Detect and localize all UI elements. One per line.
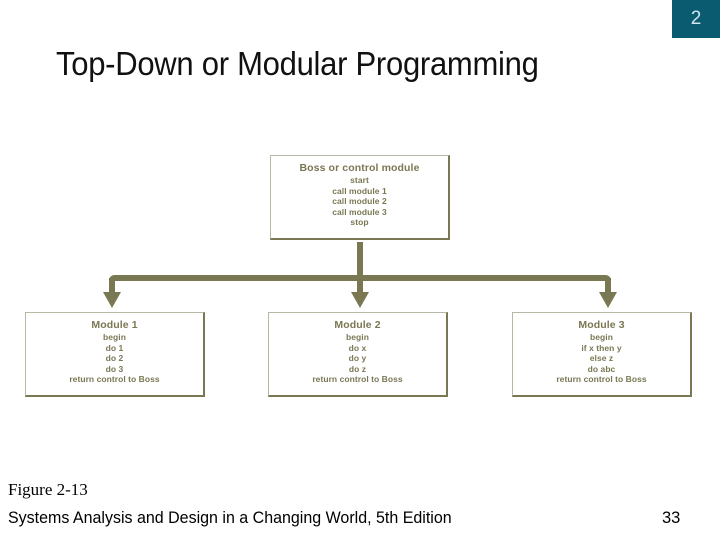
box-title: Module 1 xyxy=(91,319,138,331)
page-title: Top-Down or Modular Programming xyxy=(56,45,539,82)
box-line: do y xyxy=(348,353,367,363)
box-line: return control to Boss xyxy=(556,374,647,384)
connector-corner-left xyxy=(109,275,116,292)
box-line: begin xyxy=(103,332,126,342)
box-line: do 2 xyxy=(105,353,124,363)
footer-page-number: 33 xyxy=(662,509,681,527)
box-line: return control to Boss xyxy=(312,374,403,384)
box-line: stop xyxy=(350,217,369,227)
arrowhead-module3 xyxy=(599,292,617,308)
box-title: Module 3 xyxy=(578,319,625,331)
box-module-1: Module 1 begin do 1 do 2 do 3 return con… xyxy=(25,312,205,397)
footer-source-text: Systems Analysis and Design in a Changin… xyxy=(8,509,452,527)
box-line: call module 1 xyxy=(332,185,387,196)
box-line: do x xyxy=(348,342,367,353)
box-line: do 3 xyxy=(105,363,124,374)
box-line: call module 3 xyxy=(332,206,387,217)
box-line: do 1 xyxy=(105,342,124,353)
box-boss-control-module: Boss or control module start call module… xyxy=(270,155,450,240)
box-line: do z xyxy=(348,363,367,374)
arrowhead-module2 xyxy=(351,292,369,308)
box-line: call module 2 xyxy=(332,196,387,206)
box-line: return control to Boss xyxy=(69,374,160,384)
box-line: else z xyxy=(589,353,614,363)
connector-corner-right xyxy=(604,275,611,292)
box-line: begin xyxy=(590,332,613,342)
box-module-2: Module 2 begin do x do y do z return con… xyxy=(268,312,448,397)
figure-label: Figure 2-13 xyxy=(8,480,88,499)
box-line: if x then y xyxy=(581,342,622,353)
page-number-badge: 2 xyxy=(672,0,720,38)
box-line: start xyxy=(350,175,369,185)
box-title: Module 2 xyxy=(334,319,381,331)
box-line: do abc xyxy=(587,363,616,374)
box-title: Boss or control module xyxy=(299,162,420,174)
arrowhead-module1 xyxy=(103,292,121,308)
box-line: begin xyxy=(346,332,369,342)
box-module-3: Module 3 begin if x then y else z do abc… xyxy=(512,312,692,397)
